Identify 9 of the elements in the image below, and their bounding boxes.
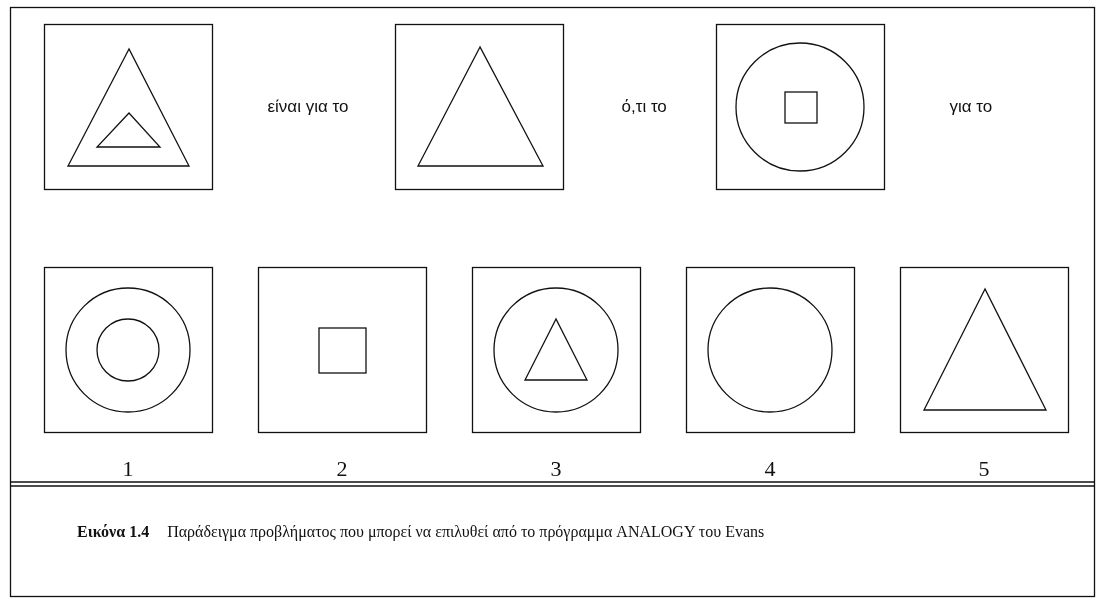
option-number: 2: [336, 456, 348, 482]
figure-caption: Εικόνα 1.4 Παράδειγμα προβλήματος που μπορεί να επιλυθεί από το πρόγραμμα ANALOGY του Evans: [77, 522, 766, 543]
option-number: 1: [122, 456, 134, 482]
analogy-text: είναι για το: [267, 97, 349, 117]
option-number: 4: [764, 456, 776, 482]
option-number: 3: [550, 456, 562, 482]
option-number: 5: [978, 456, 990, 482]
analogy-text: ό,τι το: [621, 97, 667, 117]
analogy-text: για το: [949, 97, 993, 117]
